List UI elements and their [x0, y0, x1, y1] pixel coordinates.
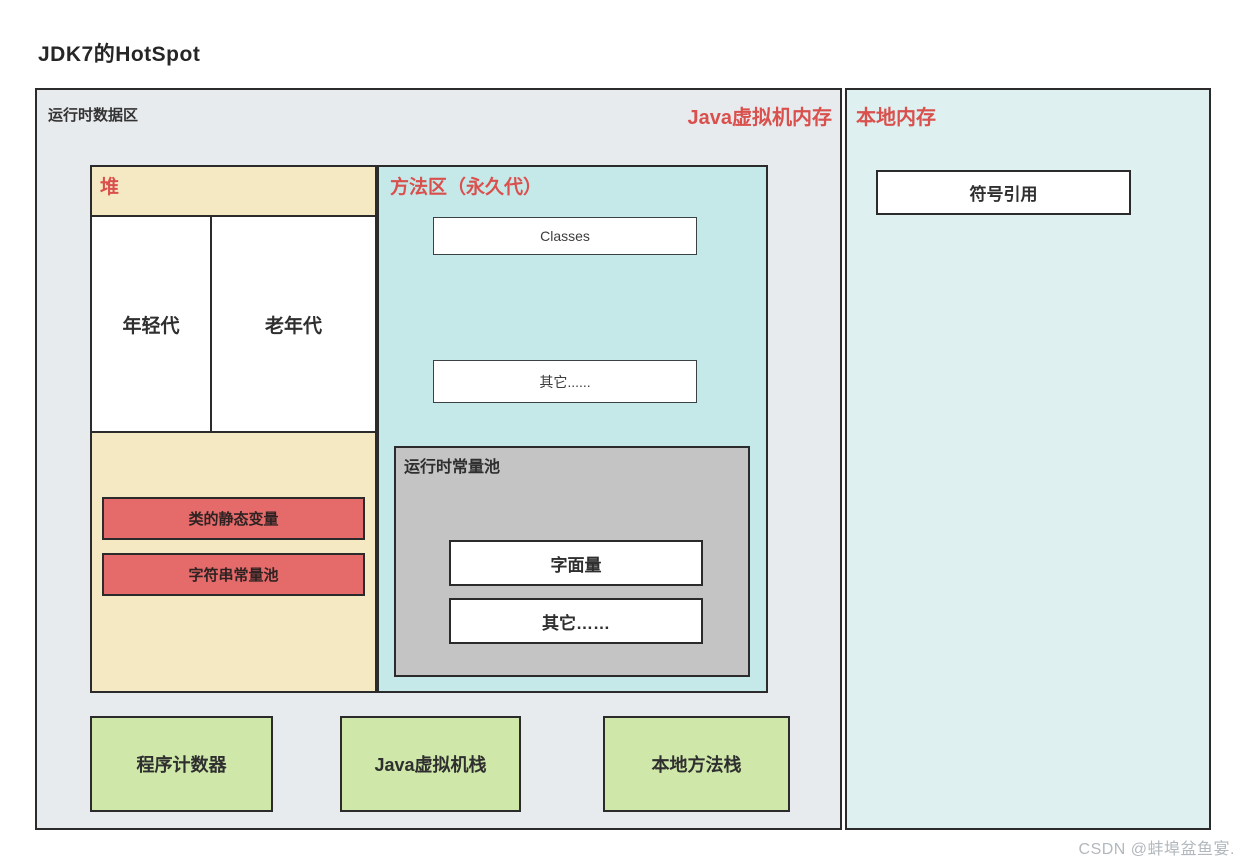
- program-counter-box: 程序计数器: [90, 716, 273, 812]
- literals-box: 字面量: [449, 540, 703, 586]
- generation-row: 年轻代 老年代: [90, 215, 377, 433]
- runtime-constant-pool-label: 运行时常量池: [404, 459, 501, 476]
- symbol-reference-box: 符号引用: [876, 170, 1131, 215]
- pool-others-box: 其它……: [449, 598, 703, 644]
- class-static-vars-box: 类的静态变量: [102, 497, 365, 540]
- page-title: JDK7的HotSpot: [38, 43, 201, 66]
- method-area-others-box: 其它......: [433, 360, 697, 403]
- runtime-data-area-label: 运行时数据区: [48, 107, 139, 124]
- watermark: CSDN @蚌埠盆鱼宴.: [1078, 841, 1235, 858]
- native-memory-label: 本地内存: [856, 107, 936, 129]
- old-generation-box: 老年代: [212, 217, 375, 431]
- heap-label: 堆: [100, 177, 120, 198]
- classes-box: Classes: [433, 217, 697, 255]
- string-constant-pool-box: 字符串常量池: [102, 553, 365, 596]
- young-generation-box: 年轻代: [92, 217, 212, 431]
- method-area-label: 方法区（永久代）: [390, 177, 543, 198]
- jvm-memory-label: Java虚拟机内存: [687, 107, 833, 129]
- native-method-stack-box: 本地方法栈: [603, 716, 790, 812]
- jvm-stack-box: Java虚拟机栈: [340, 716, 521, 812]
